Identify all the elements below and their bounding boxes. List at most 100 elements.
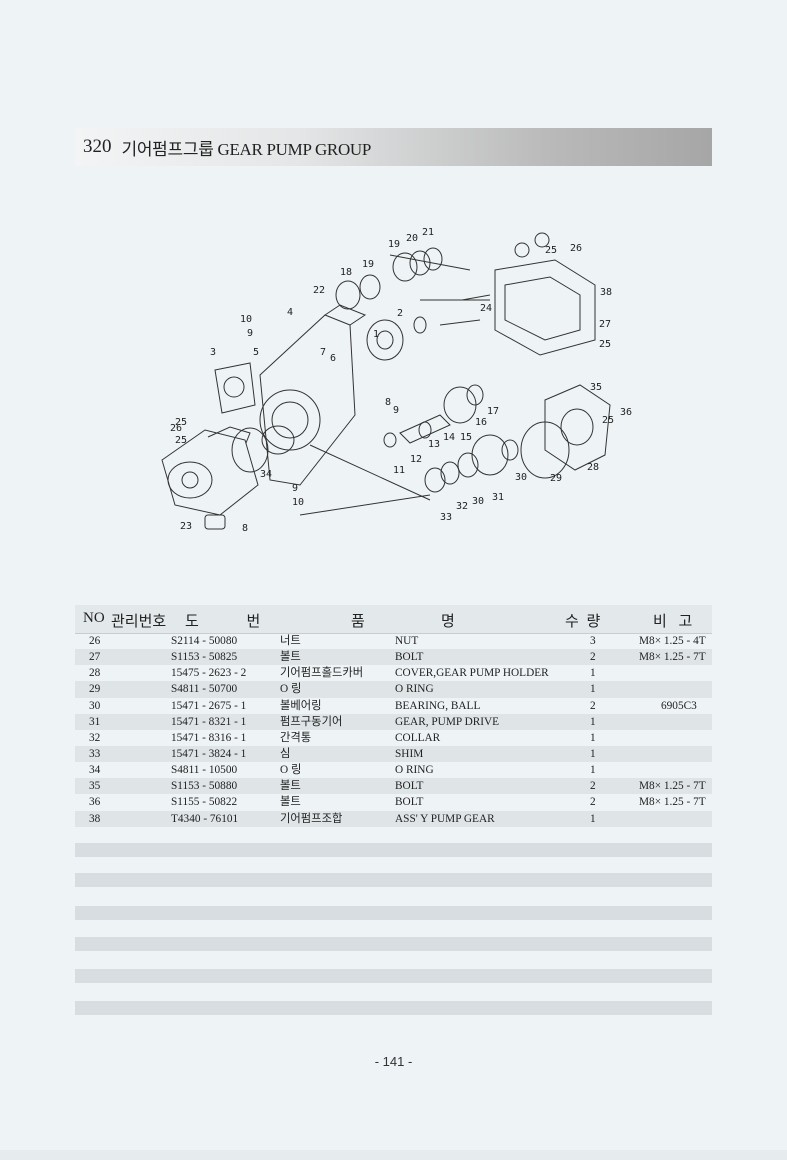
svg-text:33: 33	[440, 512, 452, 523]
svg-text:24: 24	[480, 303, 492, 314]
cell-qty: 1	[590, 715, 596, 728]
cell-qty: 1	[590, 667, 596, 680]
svg-text:30: 30	[515, 472, 527, 483]
svg-text:34: 34	[260, 469, 272, 480]
cell-qty: 1	[590, 683, 596, 696]
cell-no: 29	[89, 683, 101, 696]
cell-remarks: M8× 1.25 - 4T	[639, 635, 706, 647]
svg-text:38: 38	[600, 287, 612, 298]
cell-name-kor: 볼트	[280, 780, 301, 793]
cell-name-eng: COVER,GEAR PUMP HOLDER	[395, 667, 549, 680]
cell-part-no: 15471 - 3824 - 1	[171, 747, 247, 760]
header-remarks: 비 고	[653, 614, 697, 630]
cell-qty: 1	[590, 731, 596, 744]
cell-name-kor: 기어펌프홀드카버	[280, 667, 364, 680]
svg-text:28: 28	[587, 462, 599, 473]
cell-name-eng: BEARING, BALL	[395, 699, 481, 712]
cell-remarks: 6905C3	[661, 699, 697, 712]
svg-text:6: 6	[330, 353, 336, 364]
cell-part-no: T4340 - 76101	[171, 812, 239, 825]
table-row: 27 S1153 - 50825 볼트 BOLT 2 M8× 1.25 - 7T	[75, 649, 712, 666]
svg-text:32: 32	[456, 501, 468, 512]
cell-part-no: 15471 - 8321 - 1	[171, 715, 247, 728]
svg-text:12: 12	[410, 454, 422, 465]
parts-table: 26 S2114 - 50080 너트 NUT 3 M8× 1.25 - 4T …	[75, 633, 712, 827]
empty-row-band	[75, 843, 712, 857]
empty-row-band	[75, 906, 712, 920]
cell-name-kor: 볼베어링	[280, 699, 322, 712]
header-drawing-no: 도 번	[185, 614, 283, 630]
cell-name-eng: BOLT	[395, 780, 424, 793]
cell-name-eng: NUT	[395, 635, 419, 647]
cell-name-kor: 펌프구동기어	[280, 715, 343, 728]
svg-text:7: 7	[320, 347, 326, 358]
cell-name-kor: 심	[280, 747, 291, 760]
cell-name-kor: O 링	[280, 764, 302, 777]
cell-name-kor: 볼트	[280, 651, 301, 664]
pump-assembly-right	[494, 259, 596, 356]
svg-text:13: 13	[428, 439, 440, 450]
svg-text:27: 27	[599, 319, 611, 330]
table-row: 34 S4811 - 10500 O 링 O RING 1	[75, 762, 712, 778]
svg-text:22: 22	[313, 285, 325, 296]
cell-remarks: M8× 1.25 - 7T	[639, 651, 706, 664]
cell-remarks: M8× 1.25 - 7T	[639, 796, 706, 809]
section-title: 기어펌프그룹 GEAR PUMP GROUP	[121, 139, 372, 159]
svg-text:8: 8	[385, 397, 391, 408]
svg-text:29: 29	[550, 473, 562, 484]
cell-qty: 1	[590, 812, 596, 825]
cell-part-no: S4811 - 50700	[171, 683, 238, 696]
bottom-band	[0, 1150, 787, 1160]
cell-qty: 2	[590, 699, 596, 712]
cell-name-kor: 볼트	[280, 796, 301, 809]
cell-name-eng: O RING	[395, 764, 434, 777]
table-row: 32 15471 - 8316 - 1 간격통 COLLAR 1	[75, 730, 712, 746]
svg-text:30: 30	[472, 496, 484, 507]
cell-remarks: M8× 1.25 - 7T	[639, 780, 706, 793]
svg-text:2: 2	[397, 308, 403, 319]
cell-qty: 2	[590, 651, 596, 664]
pump-body-left	[161, 429, 259, 516]
header-quantity: 수 량	[565, 614, 603, 630]
cell-part-no: 15475 - 2623 - 2	[171, 667, 247, 680]
svg-text:11: 11	[393, 465, 405, 476]
cell-part-no: 15471 - 8316 - 1	[171, 731, 247, 744]
svg-text:14: 14	[443, 432, 455, 443]
header-no: NO	[83, 610, 105, 626]
svg-text:25: 25	[545, 245, 557, 256]
svg-text:3: 3	[210, 347, 216, 358]
header-item-name-1: 품	[351, 614, 365, 630]
cell-name-eng: BOLT	[395, 651, 424, 664]
cell-no: 38	[89, 812, 101, 825]
header-mgmt-no: 관리번호	[111, 614, 167, 630]
table-row: 36 S1155 - 50822 볼트 BOLT 2 M8× 1.25 - 7T	[75, 794, 712, 810]
cell-no: 30	[89, 699, 101, 712]
section-header: 320 기어펌프그룹 GEAR PUMP GROUP	[75, 128, 712, 166]
table-row: 31 15471 - 8321 - 1 펌프구동기어 GEAR, PUMP DR…	[75, 713, 712, 730]
empty-row-band	[75, 873, 712, 887]
cell-no: 34	[89, 764, 101, 777]
cell-qty: 2	[590, 780, 596, 793]
cell-name-eng: O RING	[395, 683, 434, 696]
cell-no: 31	[89, 715, 101, 728]
table-row: 33 15471 - 3824 - 1 심 SHIM 1	[75, 745, 712, 763]
cell-no: 33	[89, 747, 101, 760]
svg-text:15: 15	[460, 432, 472, 443]
cell-part-no: 15471 - 2675 - 1	[171, 699, 247, 712]
svg-text:36: 36	[620, 407, 632, 418]
cell-no: 32	[89, 731, 101, 744]
svg-text:19: 19	[388, 239, 400, 250]
svg-text:4: 4	[287, 307, 293, 318]
svg-text:5: 5	[253, 347, 259, 358]
cell-name-kor: 기어펌프조합	[280, 812, 343, 825]
cell-name-eng: SHIM	[395, 747, 424, 760]
table-header: NO 관리번호 도 번 품 명 수 량 비 고	[75, 605, 712, 634]
cell-part-no: S2114 - 50080	[171, 635, 238, 647]
svg-text:31: 31	[492, 492, 504, 503]
svg-text:25: 25	[602, 415, 614, 426]
cell-no: 35	[89, 780, 101, 793]
cell-name-kor: 너트	[280, 635, 301, 647]
table-row: 29 S4811 - 50700 O 링 O RING 1	[75, 681, 712, 698]
svg-text:20: 20	[406, 233, 418, 244]
